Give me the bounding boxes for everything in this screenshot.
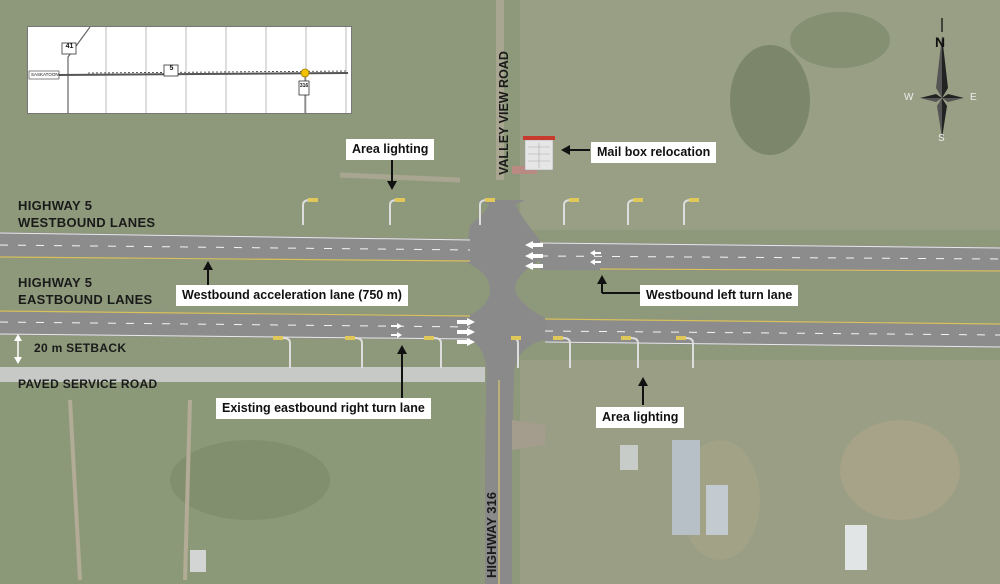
building (672, 440, 700, 535)
callout-arrows (203, 145, 648, 405)
area-lighting-callout-top: Area lighting (346, 139, 435, 160)
building (845, 525, 867, 570)
hwy5-westbound-label: HIGHWAY 5 WESTBOUND LANES (18, 197, 155, 231)
locator-map-graphic (28, 27, 349, 113)
compass-south: S (938, 133, 945, 144)
inset-town-label: SASKATOON (31, 72, 59, 77)
eastbound-turn-arrows (391, 318, 475, 346)
area-lights-south (282, 337, 694, 368)
hwy5-eastbound-line1: HIGHWAY 5 (18, 275, 93, 290)
inset-hwy316-shield: 316 (299, 83, 309, 89)
hwy5-eastbound-label: HIGHWAY 5 EASTBOUND LANES (18, 274, 153, 308)
compass-west: W (904, 92, 914, 103)
location-marker (300, 68, 310, 78)
compass-rose (920, 18, 964, 138)
westbound-turn-arrows (525, 241, 601, 270)
hwy5-westbound-line2: WESTBOUND LANES (18, 215, 156, 230)
compass-north: N (935, 34, 946, 50)
intersection (465, 200, 545, 375)
mailbox-pad (512, 166, 537, 174)
westbound-left-turn-lane-callout: Westbound left turn lane (640, 285, 799, 306)
valley-view-road-label: VALLEY VIEW ROAD (497, 51, 511, 175)
hwy5-westbound-line1: HIGHWAY 5 (18, 198, 93, 213)
eastbound-lanes-east (545, 318, 1000, 348)
hwy5-eastbound-line2: EASTBOUND LANES (18, 292, 153, 307)
service-road-label: PAVED SERVICE ROAD (18, 377, 158, 391)
westbound-lanes-east (540, 242, 1000, 272)
westbound-acceleration-lane-callout: Westbound acceleration lane (750 m) (176, 285, 408, 306)
locator-inset-map: 41 5 316 SASKATOON (27, 26, 352, 114)
compass-east: E (970, 92, 977, 103)
highway-316-road (485, 340, 515, 584)
light-heads-north (308, 198, 699, 202)
mailbox-relocation-callout: Mail box relocation (591, 142, 717, 163)
highway-316-label: HIGHWAY 316 (484, 492, 499, 578)
inset-hwy5-shield: 5 (169, 65, 174, 72)
building (620, 445, 638, 470)
inset-hwy41-shield: 41 (65, 43, 74, 50)
eastbound-right-turn-lane-callout: Existing eastbound right turn lane (216, 398, 431, 419)
light-heads-south (273, 336, 686, 340)
building (190, 550, 206, 572)
setback-dimension (14, 334, 22, 364)
building (706, 485, 728, 535)
setback-label: 20 m SETBACK (34, 341, 127, 355)
paved-service-road (0, 367, 485, 382)
area-lighting-callout-bottom: Area lighting (596, 407, 685, 428)
